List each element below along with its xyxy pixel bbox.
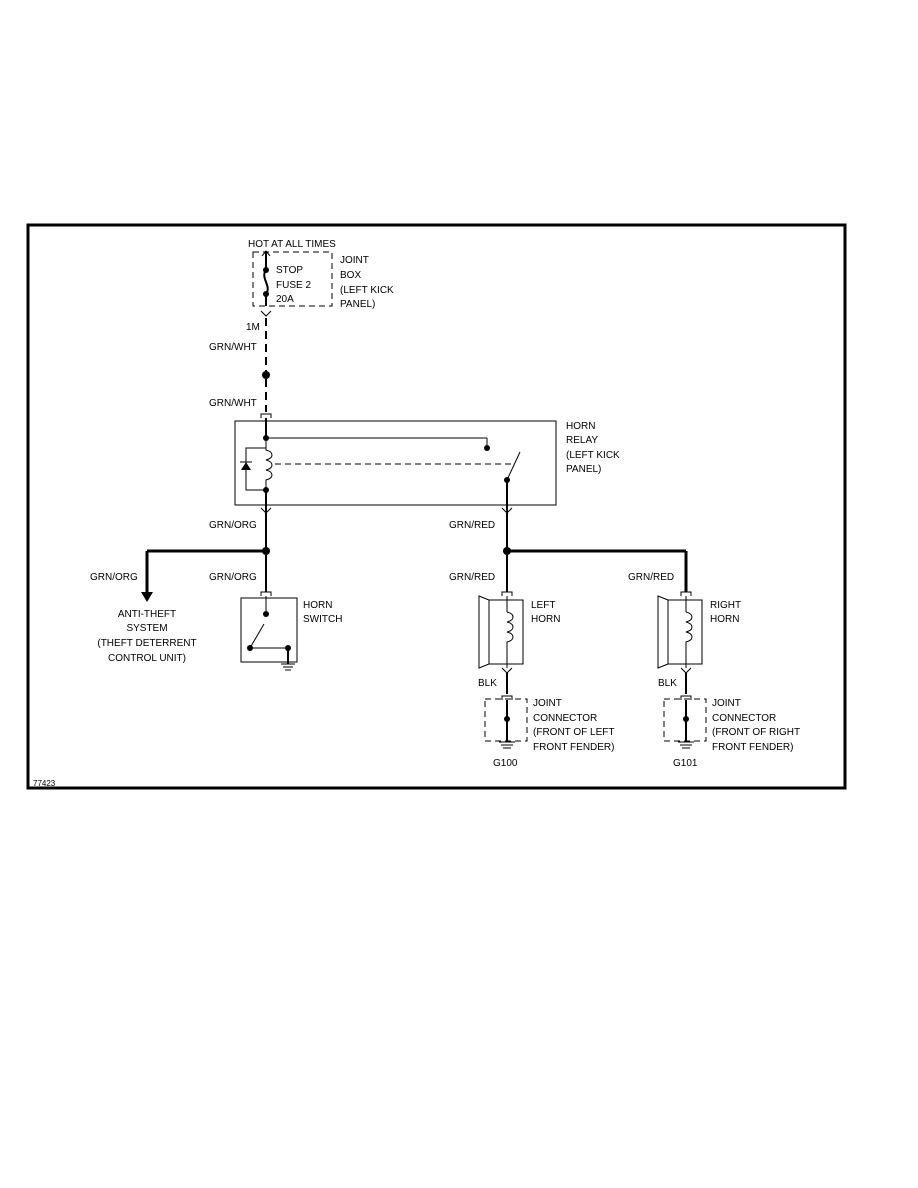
right-jc-label-1: JOINT <box>712 698 741 709</box>
horn-relay-label-3: (LEFT KICK <box>566 450 620 461</box>
splice-grn-wht <box>262 371 270 379</box>
ground-g100-label: G100 <box>493 758 518 769</box>
relay-fixed-contact <box>484 445 490 451</box>
left-jc-label-1: JOINT <box>533 698 562 709</box>
wire-blk-left-label: BLK <box>478 678 497 689</box>
left-horn-label-2: HORN <box>531 614 560 625</box>
relay-coil-icon <box>265 441 273 490</box>
horn-switch-box <box>240 597 298 663</box>
left-ground-icon <box>499 741 515 749</box>
wire-blk-right-label: BLK <box>658 678 677 689</box>
anti-theft-label-4: CONTROL UNIT) <box>108 653 186 664</box>
left-horn-icon <box>478 591 524 674</box>
right-horn-icon <box>657 591 703 674</box>
right-horn-label-1: RIGHT <box>710 600 741 611</box>
horn-relay-label-2: RELAY <box>566 435 598 446</box>
horn-relay-label-4: PANEL) <box>566 464 601 475</box>
right-jc-label-2: CONNECTOR <box>712 713 776 724</box>
horn-switch-connector-icon <box>260 591 272 596</box>
joint-box-label-3: (LEFT KICK <box>340 285 394 296</box>
joint-box-label-4: PANEL) <box>340 299 375 310</box>
anti-theft-label-2: SYSTEM <box>126 623 167 634</box>
ground-g101-label: G101 <box>673 758 698 769</box>
right-jc-node <box>683 716 689 722</box>
anti-theft-label-1: ANTI-THEFT <box>118 609 176 620</box>
wire-grn-org-anti-label: GRN/ORG <box>90 572 138 583</box>
left-jc-label-3: (FRONT OF LEFT <box>533 727 614 738</box>
diode-icon <box>241 462 251 470</box>
hot-at-all-times-label: HOT AT ALL TIMES <box>248 239 336 250</box>
diagram-frame <box>26 223 847 790</box>
left-horn-label-1: LEFT <box>531 600 555 611</box>
joint-box-label-2: BOX <box>340 270 361 281</box>
relay-connector-top-icon <box>260 413 272 418</box>
horn-switch-label-1: HORN <box>303 600 332 611</box>
horn-switch-arm-icon <box>249 623 265 649</box>
horn-switch-label-2: SWITCH <box>303 614 342 625</box>
wire-grn-org-switch-label: GRN/ORG <box>209 572 257 583</box>
fuse-label-1: STOP <box>276 265 303 276</box>
wire-grn-wht-upper-label: GRN/WHT <box>209 342 257 353</box>
right-jc-label-4: FRONT FENDER) <box>712 742 793 753</box>
horn-switch-contact-top <box>263 611 269 617</box>
right-jc-connector-icon <box>680 695 692 700</box>
fuse-label-2: FUSE 2 <box>276 280 311 291</box>
left-jc-label-2: CONNECTOR <box>533 713 597 724</box>
fuse-element-icon <box>263 269 269 295</box>
wire-grn-org-top-label: GRN/ORG <box>209 520 257 531</box>
right-horn-label-2: HORN <box>710 614 739 625</box>
wire-grn-wht-lower-label: GRN/WHT <box>209 398 257 409</box>
connector-1m-icon <box>260 310 272 317</box>
right-ground-icon <box>678 741 694 749</box>
connector-1m-label: 1M <box>246 322 260 333</box>
right-jc-label-3: (FRONT OF RIGHT <box>712 727 800 738</box>
wire-grn-red-left-label: GRN/RED <box>449 572 495 583</box>
left-jc-connector-icon <box>501 695 513 700</box>
joint-box-label-1: JOINT <box>340 255 369 266</box>
anti-theft-label-3: (THEFT DETERRENT <box>97 638 196 649</box>
left-jc-node <box>504 716 510 722</box>
left-jc-label-4: FRONT FENDER) <box>533 742 614 753</box>
joint-box-outline <box>252 251 333 307</box>
wire-grn-red-right-label: GRN/RED <box>628 572 674 583</box>
wire-grn-red-top-label: GRN/RED <box>449 520 495 531</box>
diagram-code: 77423 <box>33 779 56 788</box>
horn-relay-label-1: HORN <box>566 421 595 432</box>
fuse-label-3: 20A <box>276 294 294 305</box>
anti-theft-arrow-icon <box>141 592 153 602</box>
relay-switch-arm-icon <box>506 451 521 481</box>
horn-relay-box <box>234 420 557 506</box>
